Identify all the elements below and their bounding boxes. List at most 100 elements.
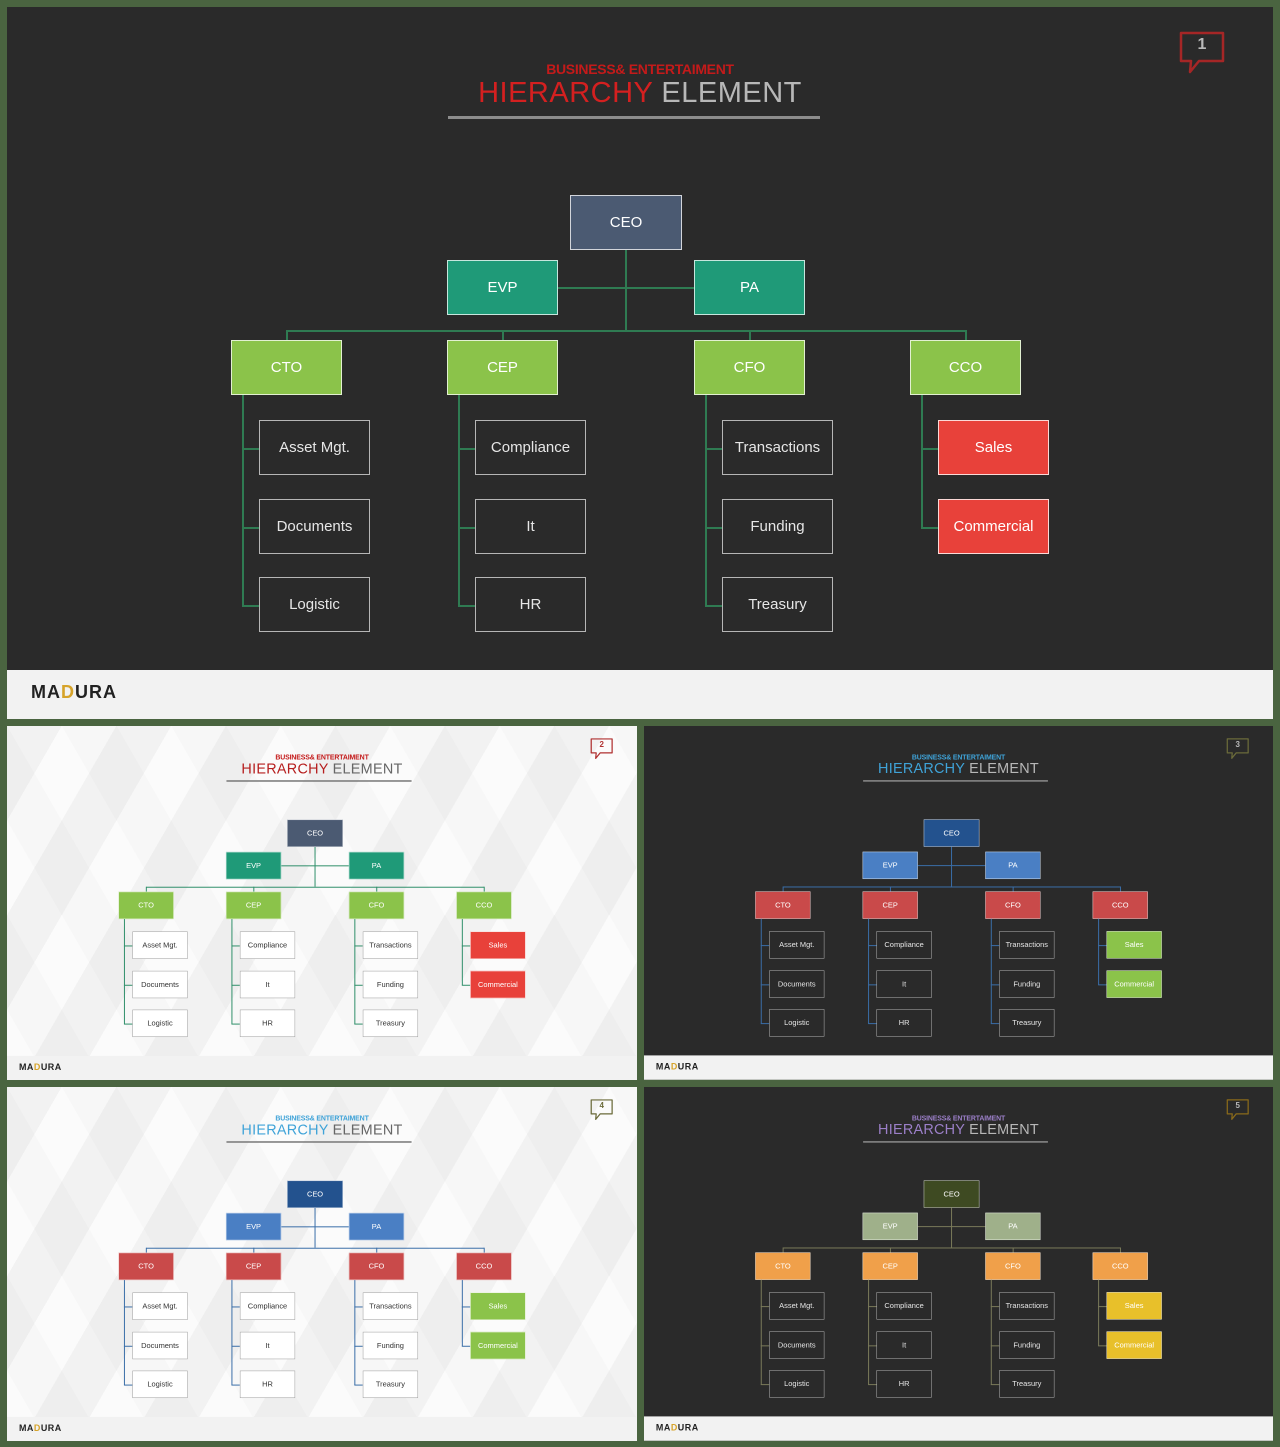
node-transactions[interactable]: Transactions bbox=[722, 420, 833, 475]
node-it[interactable]: It bbox=[876, 970, 932, 998]
node-it[interactable]: It bbox=[475, 499, 586, 554]
node-hr[interactable]: HR bbox=[876, 1370, 932, 1398]
node-hr[interactable]: HR bbox=[239, 1009, 296, 1038]
node-documents[interactable]: Documents bbox=[259, 499, 370, 554]
node-commercial[interactable]: Commercial bbox=[1106, 1331, 1162, 1359]
node-compliance[interactable]: Compliance bbox=[876, 931, 932, 959]
node-sales[interactable]: Sales bbox=[470, 1292, 526, 1320]
node-compliance[interactable]: Compliance bbox=[876, 1292, 932, 1320]
node-logistic[interactable]: Logistic bbox=[132, 1009, 188, 1038]
node-cco[interactable]: CCO bbox=[1092, 1252, 1148, 1280]
comment-icon[interactable]: 3 bbox=[1226, 738, 1249, 760]
node-asset-mgt[interactable]: Asset Mgt. bbox=[259, 420, 370, 475]
node-ceo[interactable]: CEO bbox=[570, 195, 682, 250]
node-evp[interactable]: EVP bbox=[225, 851, 282, 880]
node-ceo[interactable]: CEO bbox=[287, 1180, 343, 1208]
node-asset-mgt[interactable]: Asset Mgt. bbox=[769, 931, 825, 959]
node-cco[interactable]: CCO bbox=[456, 1252, 512, 1281]
node-compliance[interactable]: Compliance bbox=[239, 931, 296, 959]
node-documents[interactable]: Documents bbox=[132, 1331, 188, 1360]
node-cto[interactable]: CTO bbox=[118, 891, 174, 920]
node-documents[interactable]: Documents bbox=[769, 970, 825, 998]
node-sales[interactable]: Sales bbox=[470, 931, 526, 959]
node-transactions[interactable]: Transactions bbox=[362, 1292, 419, 1320]
node-it[interactable]: It bbox=[239, 970, 296, 999]
node-hr[interactable]: HR bbox=[876, 1009, 932, 1037]
node-treasury[interactable]: Treasury bbox=[999, 1009, 1055, 1037]
node-evp[interactable]: EVP bbox=[862, 1212, 918, 1241]
node-asset-mgt[interactable]: Asset Mgt. bbox=[132, 931, 188, 959]
node-documents[interactable]: Documents bbox=[132, 970, 188, 999]
node-evp[interactable]: EVP bbox=[447, 260, 558, 315]
node-hr[interactable]: HR bbox=[475, 577, 586, 632]
node-compliance[interactable]: Compliance bbox=[475, 420, 586, 475]
node-treasury[interactable]: Treasury bbox=[362, 1009, 419, 1038]
node-funding[interactable]: Funding bbox=[362, 1331, 419, 1360]
node-cco[interactable]: CCO bbox=[456, 891, 512, 920]
node-transactions[interactable]: Transactions bbox=[362, 931, 419, 959]
node-commercial[interactable]: Commercial bbox=[1106, 970, 1162, 998]
node-asset-mgt[interactable]: Asset Mgt. bbox=[769, 1292, 825, 1320]
node-commercial[interactable]: Commercial bbox=[470, 1331, 526, 1360]
node-cfo[interactable]: CFO bbox=[348, 1252, 405, 1281]
node-cto[interactable]: CTO bbox=[231, 340, 342, 395]
node-cco[interactable]: CCO bbox=[1092, 891, 1148, 919]
comment-icon[interactable]: 2 bbox=[590, 738, 613, 760]
node-cep[interactable]: CEP bbox=[862, 1252, 918, 1280]
node-cfo[interactable]: CFO bbox=[348, 891, 405, 920]
node-transactions[interactable]: Transactions bbox=[999, 931, 1055, 959]
node-cep[interactable]: CEP bbox=[225, 1252, 282, 1281]
node-sales[interactable]: Sales bbox=[1106, 931, 1162, 959]
node-evp[interactable]: EVP bbox=[862, 851, 918, 880]
node-documents[interactable]: Documents bbox=[769, 1331, 825, 1359]
node-funding[interactable]: Funding bbox=[362, 970, 419, 999]
node-cto[interactable]: CTO bbox=[755, 1252, 811, 1280]
node-pa[interactable]: PA bbox=[985, 851, 1041, 880]
node-it[interactable]: It bbox=[239, 1331, 296, 1360]
node-transactions[interactable]: Transactions bbox=[999, 1292, 1055, 1320]
node-cfo[interactable]: CFO bbox=[694, 340, 805, 395]
node-treasury[interactable]: Treasury bbox=[999, 1370, 1055, 1398]
node-logistic[interactable]: Logistic bbox=[132, 1370, 188, 1399]
comment-icon[interactable]: 4 bbox=[590, 1099, 613, 1121]
node-cto[interactable]: CTO bbox=[118, 1252, 174, 1281]
node-pa[interactable]: PA bbox=[348, 851, 405, 880]
node-pa[interactable]: PA bbox=[985, 1212, 1041, 1241]
node-compliance[interactable]: Compliance bbox=[239, 1292, 296, 1320]
node-pa[interactable]: PA bbox=[348, 1212, 405, 1241]
node-sales[interactable]: Sales bbox=[1106, 1292, 1162, 1320]
node-cep[interactable]: CEP bbox=[862, 891, 918, 919]
node-cep[interactable]: CEP bbox=[225, 891, 282, 920]
node-sales[interactable]: Sales bbox=[938, 420, 1049, 475]
node-logistic[interactable]: Logistic bbox=[769, 1370, 825, 1398]
node-cto[interactable]: CTO bbox=[755, 891, 811, 919]
node-cco[interactable]: CCO bbox=[910, 340, 1021, 395]
node-commercial[interactable]: Commercial bbox=[470, 970, 526, 999]
node-funding[interactable]: Funding bbox=[722, 499, 833, 554]
node-commercial[interactable]: Commercial bbox=[938, 499, 1049, 554]
node-asset-mgt[interactable]: Asset Mgt. bbox=[132, 1292, 188, 1320]
node-hr[interactable]: HR bbox=[239, 1370, 296, 1399]
node-it[interactable]: It bbox=[876, 1331, 932, 1359]
node-funding[interactable]: Funding bbox=[999, 970, 1055, 998]
node-evp[interactable]: EVP bbox=[225, 1212, 282, 1241]
node-logistic[interactable]: Logistic bbox=[259, 577, 370, 632]
node-ceo[interactable]: CEO bbox=[287, 819, 343, 847]
node-cfo[interactable]: CFO bbox=[985, 1252, 1041, 1280]
node-logistic[interactable]: Logistic bbox=[769, 1009, 825, 1037]
node-funding[interactable]: Funding bbox=[999, 1331, 1055, 1359]
comment-icon[interactable]: 5 bbox=[1226, 1099, 1249, 1121]
node-pa[interactable]: PA bbox=[694, 260, 805, 315]
comment-icon[interactable]: 1 bbox=[1179, 31, 1225, 75]
node-ceo[interactable]: CEO bbox=[923, 1180, 980, 1208]
node-treasury[interactable]: Treasury bbox=[362, 1370, 419, 1399]
node-cep[interactable]: CEP bbox=[447, 340, 558, 395]
node-ceo[interactable]: CEO bbox=[923, 819, 980, 847]
node-treasury[interactable]: Treasury bbox=[722, 577, 833, 632]
node-cfo[interactable]: CFO bbox=[985, 891, 1041, 919]
